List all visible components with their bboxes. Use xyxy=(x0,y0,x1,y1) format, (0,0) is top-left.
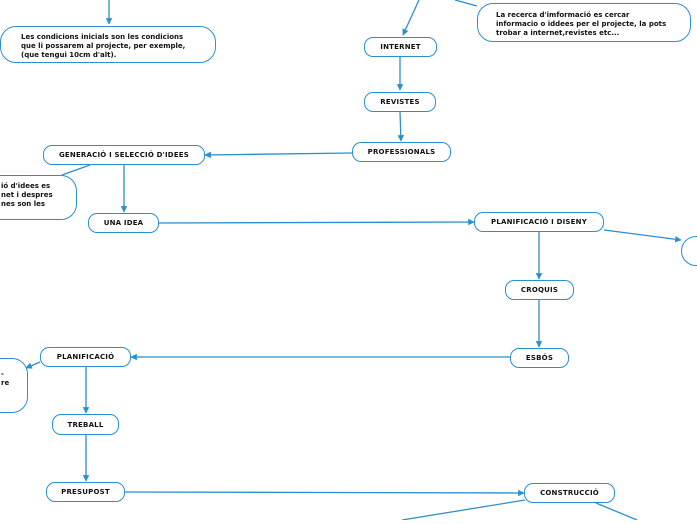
note-line: que li possarem al projecte, per exemple… xyxy=(21,42,186,50)
node-treball[interactable]: TREBALL xyxy=(52,414,119,435)
node-generacio-seleccio[interactable]: GENERACIÓ I SELECCIÓ D'IDEES xyxy=(43,145,205,165)
note-line: net i despres xyxy=(1,191,53,199)
edge-top-to-recerca xyxy=(454,0,478,7)
edge-presupost-construccio xyxy=(124,489,525,497)
edge-idea-planificacio-disseny xyxy=(158,218,475,226)
note-line: La recerca d'imformació es cercar xyxy=(496,11,630,19)
node-revistes[interactable]: REVISTES xyxy=(364,92,436,112)
edge-construccio-right-out xyxy=(595,502,638,521)
note-line: nes son les xyxy=(1,200,46,208)
node-presupost[interactable]: PRESUPOST xyxy=(46,482,125,502)
edge-disseny-right xyxy=(603,229,682,243)
note-line: (que tengui 10cm d'alt). xyxy=(21,51,117,59)
node-construccio[interactable]: CONSTRUCCIÓ xyxy=(524,483,615,503)
node-internet[interactable]: INTERNET xyxy=(364,37,437,57)
node-professionals[interactable]: PROFESSIONALS xyxy=(352,142,451,162)
edge-construccio-left-out xyxy=(401,499,526,521)
note-line: informacio o iddees per el projecte, la … xyxy=(496,20,667,28)
note-line: - xyxy=(1,370,4,378)
note-condicions-inicials[interactable]: Les condicions inicials son les condicio… xyxy=(0,26,216,63)
node-esbos[interactable]: ESBÓS xyxy=(510,348,569,368)
note-line: trobar a internet,revistes etc... xyxy=(496,29,620,37)
note-recerca[interactable]: La recerca d'imformació es cercar inform… xyxy=(477,3,691,42)
note-generacio-partial[interactable]: ió d'idees es net i despres nes son les xyxy=(0,175,77,220)
node-planificacio[interactable]: PLANIFICACIÓ xyxy=(40,347,131,367)
node-una-idea[interactable]: UNA IDEA xyxy=(88,213,159,233)
note-line: re xyxy=(1,379,10,387)
edge-top-to-internet xyxy=(402,0,420,36)
note-line: ió d'idees es xyxy=(1,182,51,190)
edge-revistes-professionals xyxy=(397,111,405,142)
node-croquis[interactable]: CROQUIS xyxy=(505,280,574,300)
node-planificacio-disseny[interactable]: PLANIFICACIÓ I DISENY xyxy=(474,212,604,232)
edge-planificacio-note xyxy=(25,361,41,369)
note-planificacio-partial[interactable]: - re xyxy=(0,358,28,413)
note-line: Les condicions inicials son les condicio… xyxy=(21,33,184,41)
edge-professionals-generacio xyxy=(204,151,353,159)
edge-generacio-note xyxy=(61,164,91,176)
